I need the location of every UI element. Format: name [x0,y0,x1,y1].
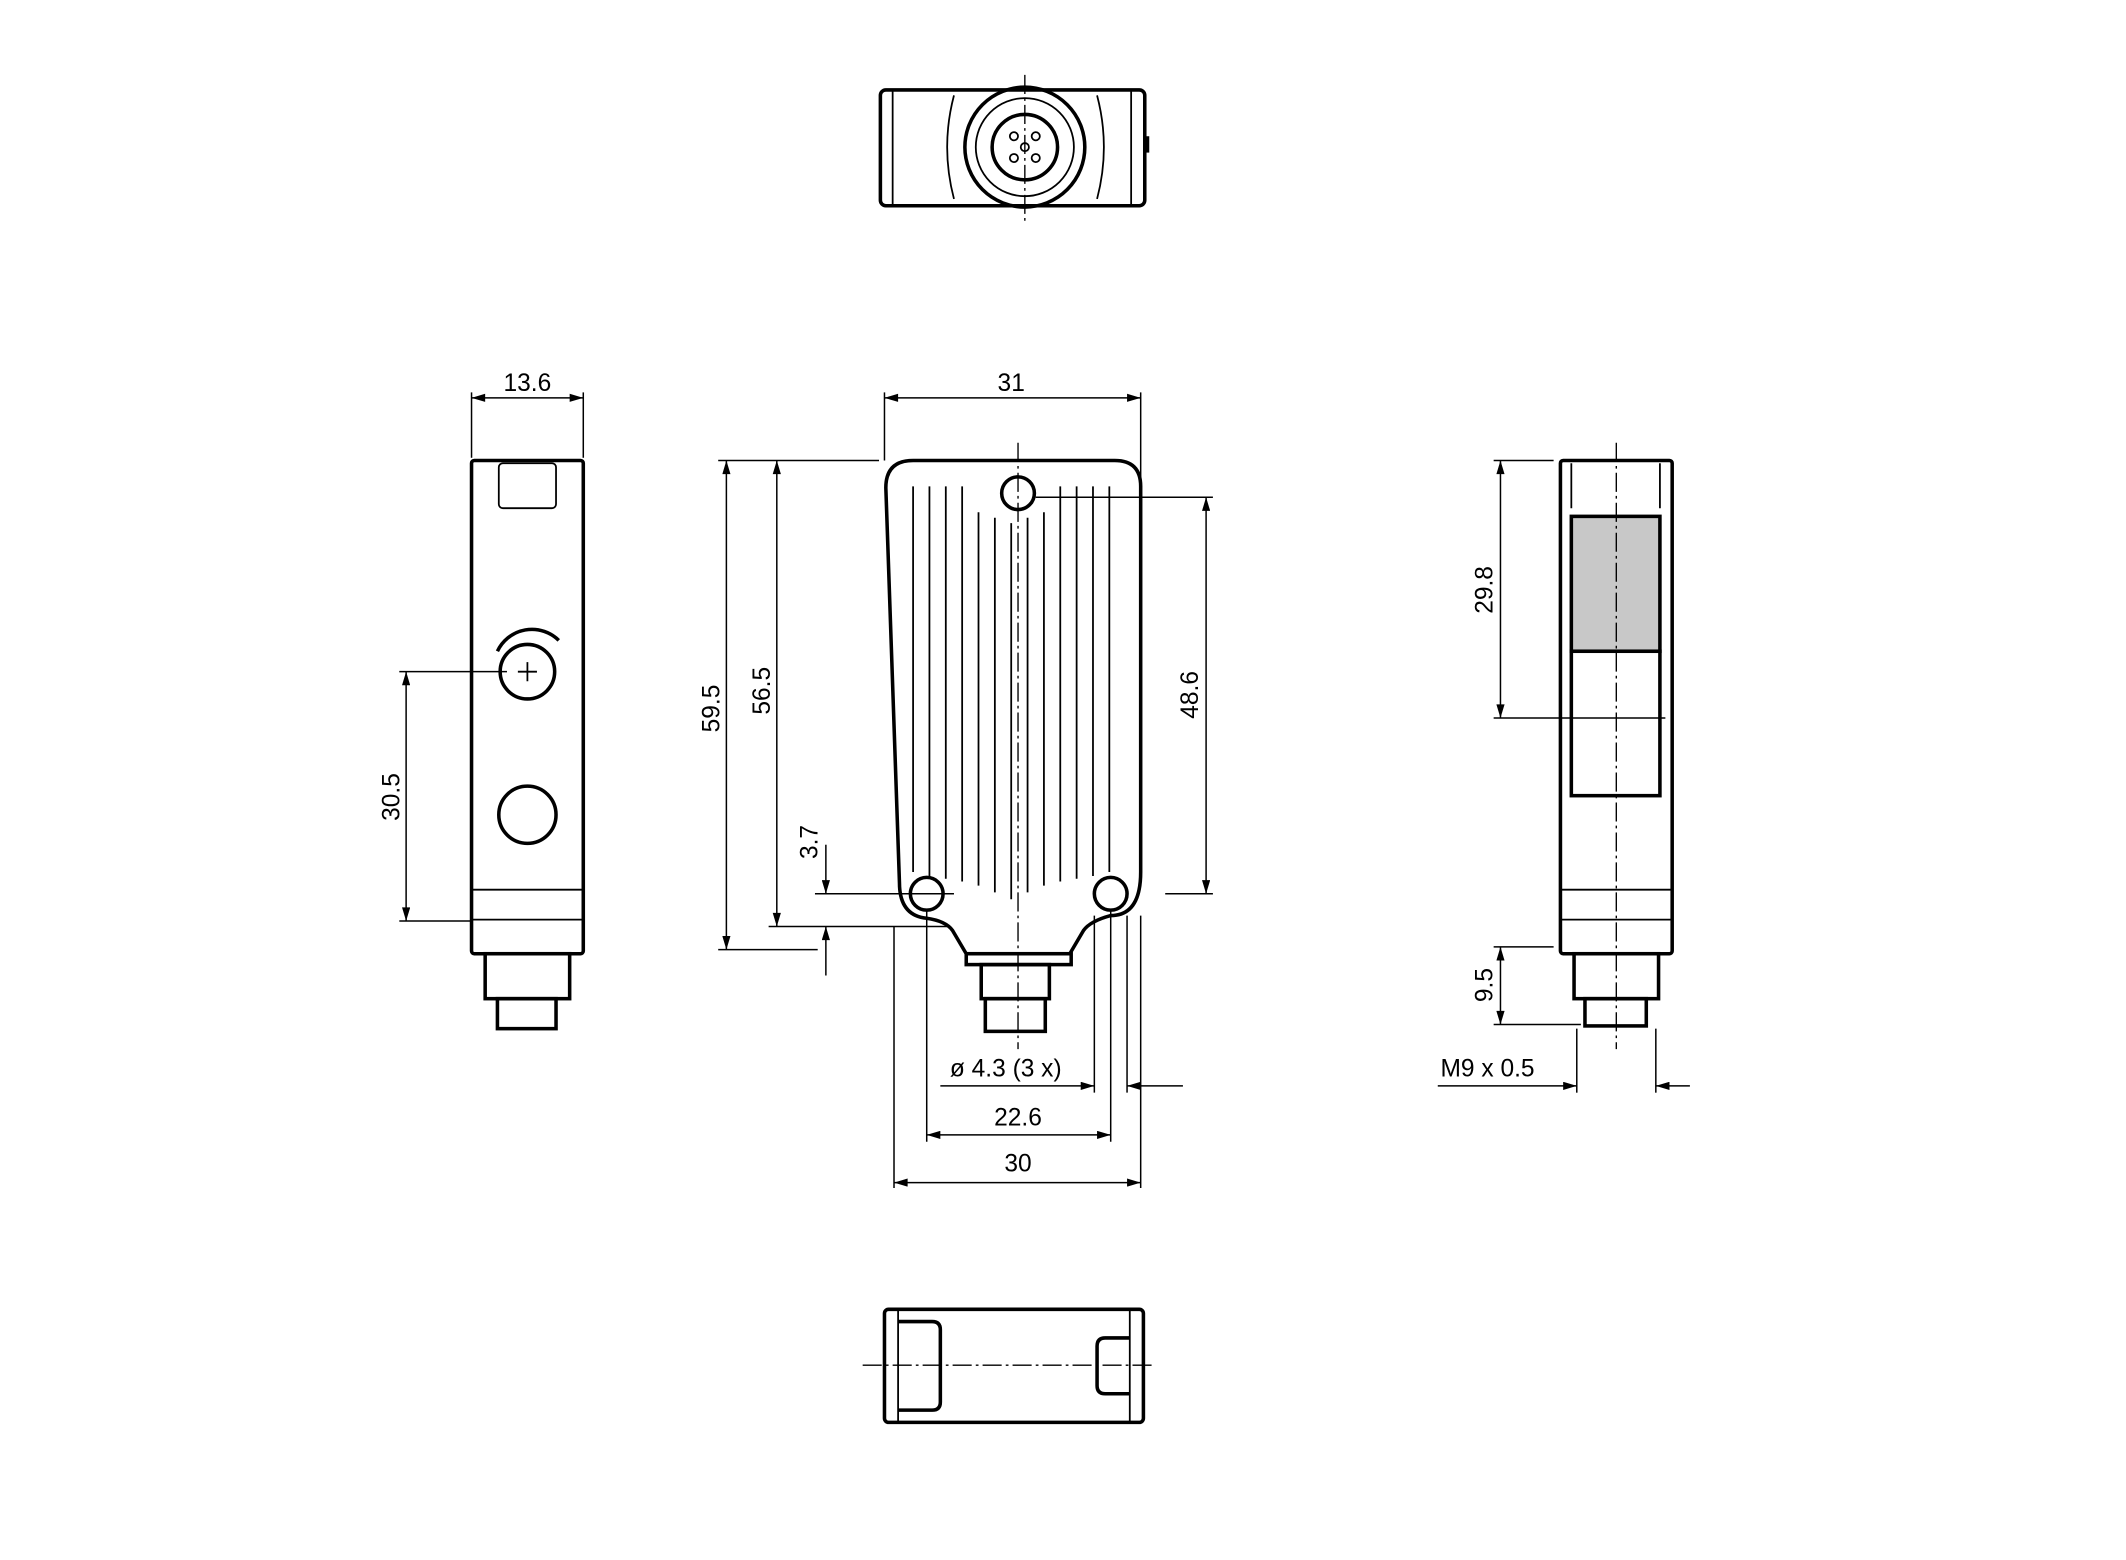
dim-lens-height: 29.8 [1471,566,1498,614]
dim-thread: M9 x 0.5 [1441,1055,1535,1082]
mounting-hole [1092,875,1129,912]
side-view-right: 29.8 9.5 M9 x 0.5 [1437,442,1690,1093]
dim-side-width: 13.6 [504,370,552,397]
dim-body-height: 56.5 [749,667,776,715]
adjustment-screw-icon[interactable] [495,627,560,701]
dim-hole-spacing-horizontal: 22.6 [994,1104,1042,1131]
dim-front-width-bottom: 30 [1004,1151,1031,1178]
dim-connector-length: 9.5 [1471,968,1498,1002]
dim-adjuster-height: 30.5 [378,773,405,821]
led-window [497,784,558,846]
dim-overall-height: 59.5 [699,685,726,733]
dim-front-width-top: 31 [998,370,1025,397]
dim-hole-spacing-vertical: 48.6 [1177,671,1204,719]
front-view: 31 59.5 56.5 3.7 48.6 ø 4.3 (3 x) 22.6 3… [699,370,1213,1189]
bottom-view [862,1307,1156,1425]
top-view [878,74,1150,221]
cooling-fins [912,486,1111,900]
dim-hole-diameter: ø 4.3 (3 x) [950,1055,1062,1082]
dim-hole-offset: 3.7 [797,825,824,859]
side-view-left: 13.6 30.5 [378,370,586,1031]
